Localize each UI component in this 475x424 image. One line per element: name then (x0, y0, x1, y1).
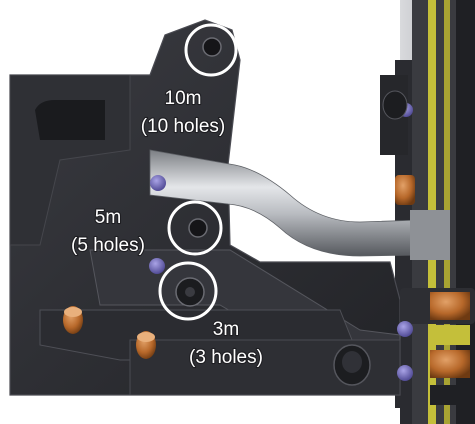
label-5m-line1: 5m (95, 207, 121, 228)
shafts (333, 90, 408, 386)
label-10m-line2: (10 holes) (141, 116, 226, 137)
label-3m: 3m (3 holes) (188, 318, 264, 369)
base-rail (129, 339, 401, 396)
circle-3m-hole (158, 261, 218, 321)
label-10m: 10m (10 holes) (140, 87, 227, 138)
label-3m-line2: (3 holes) (189, 347, 263, 368)
label-5m-line2: (5 holes) (71, 235, 145, 256)
label-5m: 5m (5 holes) (70, 206, 146, 257)
label-10m-line1: 10m (165, 88, 202, 109)
copper-standoffs (63, 306, 156, 359)
highlight-circles (158, 23, 238, 321)
tube (149, 149, 421, 257)
label-3m-line1: 3m (213, 319, 239, 340)
right-rollers (395, 175, 475, 405)
circle-10m-hole (184, 23, 238, 77)
slot-opening (35, 100, 105, 140)
tube-collar (410, 210, 450, 260)
circle-5m-hole (167, 200, 223, 256)
bottom-background (0, 408, 400, 424)
holes (175, 37, 222, 307)
